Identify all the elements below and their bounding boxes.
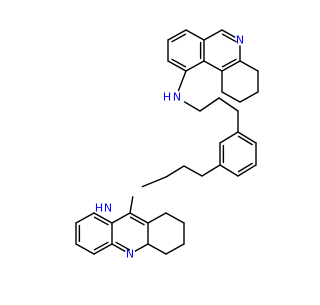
single-bond [177, 70, 187, 92]
single-bond [165, 165, 185, 178]
single-bond [221, 60, 241, 72]
amine-hydrogen-top: H [163, 91, 171, 104]
single-bond [167, 60, 187, 72]
ring-nitrogen-top: N [236, 34, 244, 47]
single-bond [165, 212, 185, 224]
single-bond [75, 243, 95, 255]
amine-nitrogen-bottom: N [104, 202, 112, 215]
single-bond [201, 164, 221, 177]
single-bond [199, 97, 220, 112]
double-bond-inner [93, 216, 109, 226]
double-bond-inner [129, 216, 145, 226]
single-bond [165, 243, 185, 255]
double-bond-inner [115, 241, 131, 251]
single-bond [219, 131, 239, 144]
single-bond [239, 91, 259, 103]
amine-nitrogen-top: N [173, 91, 181, 104]
double-bond-inner [221, 33, 237, 43]
single-bond [239, 60, 259, 72]
single-bond [221, 91, 241, 103]
single-bond [185, 60, 205, 72]
single-bond [203, 29, 223, 41]
single-bond [147, 243, 167, 255]
single-bond [219, 164, 239, 177]
single-bond [221, 29, 236, 38]
double-bond-inner [171, 33, 187, 43]
double-bond-inner [221, 58, 237, 68]
single-bond [141, 176, 167, 188]
ring-nitrogen-bottom: N [126, 248, 134, 261]
single-bond [93, 243, 113, 255]
single-bond [93, 212, 113, 224]
double-bond-inner [237, 162, 253, 173]
double-bond-inner [171, 58, 187, 68]
single-bond [183, 165, 203, 177]
amine-hydrogen-bottom: H [95, 202, 103, 215]
single-bond [167, 29, 187, 41]
single-bond [111, 212, 131, 224]
single-bond [75, 212, 95, 224]
single-bond [129, 196, 134, 214]
bond-lines [75, 29, 259, 255]
double-bond-inner [237, 135, 253, 146]
single-bond [185, 29, 205, 41]
single-bond [183, 101, 201, 112]
single-bond [147, 212, 167, 224]
single-bond [129, 212, 149, 224]
single-bond [203, 60, 223, 72]
single-bond [134, 243, 149, 252]
single-bond [237, 131, 257, 144]
single-bond [237, 164, 257, 177]
single-bond [111, 243, 126, 252]
double-bond-inner [93, 241, 109, 251]
single-bond [218, 97, 239, 112]
